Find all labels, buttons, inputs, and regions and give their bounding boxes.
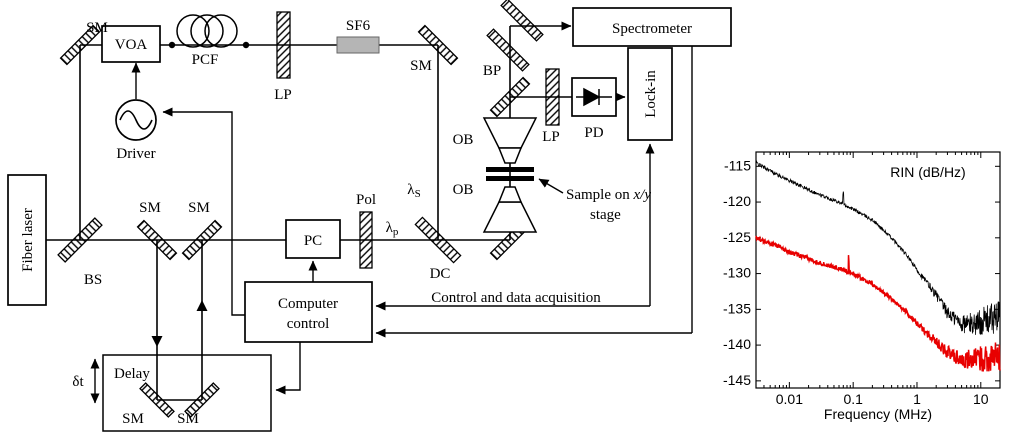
bp-label: BP <box>483 63 501 79</box>
beam-splitter-bs <box>57 217 103 263</box>
lambda-s-label: λS <box>407 182 420 200</box>
control-lines <box>90 46 693 404</box>
y-tick-label: -145 <box>723 372 751 388</box>
sm-mid2-label: SM <box>188 200 210 216</box>
computer-control-label-line1: Computer <box>278 296 338 312</box>
objective-top <box>482 117 538 164</box>
bs-label: BS <box>84 272 102 288</box>
x-tick-label: 1 <box>913 391 921 407</box>
y-tick-label: -120 <box>723 193 751 209</box>
y-tick-label: -115 <box>724 157 751 173</box>
y-tick-label: -140 <box>723 336 751 352</box>
pcf-label: PCF <box>192 52 219 68</box>
sample-label-line1: Sample on x/y <box>566 187 651 203</box>
voa-label: VOA <box>115 37 148 53</box>
polarizer-pol <box>359 211 373 269</box>
steering-mirror-top-left <box>59 24 101 66</box>
steering-mirror-top-right <box>417 24 459 66</box>
ob-bottom-label: OB <box>453 182 474 198</box>
lp1-label: LP <box>274 87 292 103</box>
dichroic-combiner-dc <box>414 216 462 264</box>
driver-oscillator <box>115 99 157 141</box>
x-tick-label: 10 <box>973 391 989 407</box>
lp2-label: LP <box>542 129 560 145</box>
control-acquisition-label: Control and data acquisition <box>431 290 601 306</box>
diagram-labels: SM VOA PCF LP SF6 SM BP Spectrometer Dri… <box>20 18 692 427</box>
linear-polarizer-1 <box>276 11 291 79</box>
fiber-laser-label: Fiber laser <box>20 208 36 272</box>
delay-mirror-2 <box>184 382 220 418</box>
lock-in-label: Lock-in <box>643 70 659 118</box>
y-tick-label: -125 <box>723 229 751 245</box>
detection-beamsplitter <box>489 76 531 118</box>
voa-box <box>101 25 161 63</box>
computer-control-label-line2: control <box>287 316 330 332</box>
y-tick-label: -130 <box>723 265 751 281</box>
sample-label-line2: stage <box>590 207 621 223</box>
delay-stage-box <box>102 354 272 432</box>
beam-paths <box>46 21 626 401</box>
x-tick-label: 0.1 <box>843 391 863 407</box>
fiber-laser-box <box>7 174 47 306</box>
sm-mid1-label: SM <box>139 200 161 216</box>
spectrometer-label: Spectrometer <box>612 21 692 37</box>
spectrometer-box <box>572 7 732 47</box>
fiber-splice-dot <box>168 41 176 49</box>
computer-control-box <box>244 281 373 343</box>
pd-label: PD <box>584 125 603 141</box>
lock-in-box <box>627 47 673 141</box>
bandpass-filter-plate-2 <box>500 0 544 42</box>
sine-wave-icon <box>119 110 153 130</box>
series-black-trace <box>755 160 1001 336</box>
chart-frame <box>755 151 1001 389</box>
sm-delay2-label: SM <box>177 411 199 427</box>
sm-top-left-label: SM <box>86 20 108 36</box>
dc-label: DC <box>430 266 451 282</box>
sample-slide <box>486 167 534 181</box>
steering-mirror-mid-2 <box>181 219 223 261</box>
ob-top-label: OB <box>453 132 474 148</box>
y-tick-label: -135 <box>723 300 751 316</box>
series-red-trace <box>755 235 1001 372</box>
linear-polarizer-2 <box>545 68 560 126</box>
photodiode-icon <box>576 87 612 107</box>
lambda-p-label: λp <box>386 220 399 238</box>
sm-top-right-label: SM <box>410 58 432 74</box>
bandpass-filter-plate-1 <box>486 28 530 72</box>
objective-bottom <box>482 186 538 233</box>
steering-mirror-mid-1 <box>136 219 178 261</box>
chart-x-axis-label: Frequency (MHz) <box>824 406 932 422</box>
sf6-glass-block <box>336 36 380 54</box>
delta-t-label: δt <box>72 374 84 390</box>
rin-inset-chart: -115 -120 -125 -130 -135 -140 -145 0.01 0.1 1 10 <box>723 151 1001 407</box>
pol-label: Pol <box>356 192 376 208</box>
x-tick-label: 0.01 <box>776 391 803 407</box>
pc-label: PC <box>304 233 322 249</box>
sf6-label: SF6 <box>346 18 371 34</box>
driver-label: Driver <box>116 146 155 162</box>
delay-mirror-1 <box>139 382 175 418</box>
delay-up-arrowhead <box>196 300 208 311</box>
pc-box <box>285 219 341 259</box>
pcf-fiber-coil <box>168 14 250 49</box>
chart-title: RIN (dB/Hz) <box>890 164 965 180</box>
delay-label: Delay <box>114 366 150 382</box>
fiber-splice-dot <box>242 41 250 49</box>
sm-delay1-label: SM <box>122 411 144 427</box>
delay-down-arrowhead <box>151 336 163 347</box>
